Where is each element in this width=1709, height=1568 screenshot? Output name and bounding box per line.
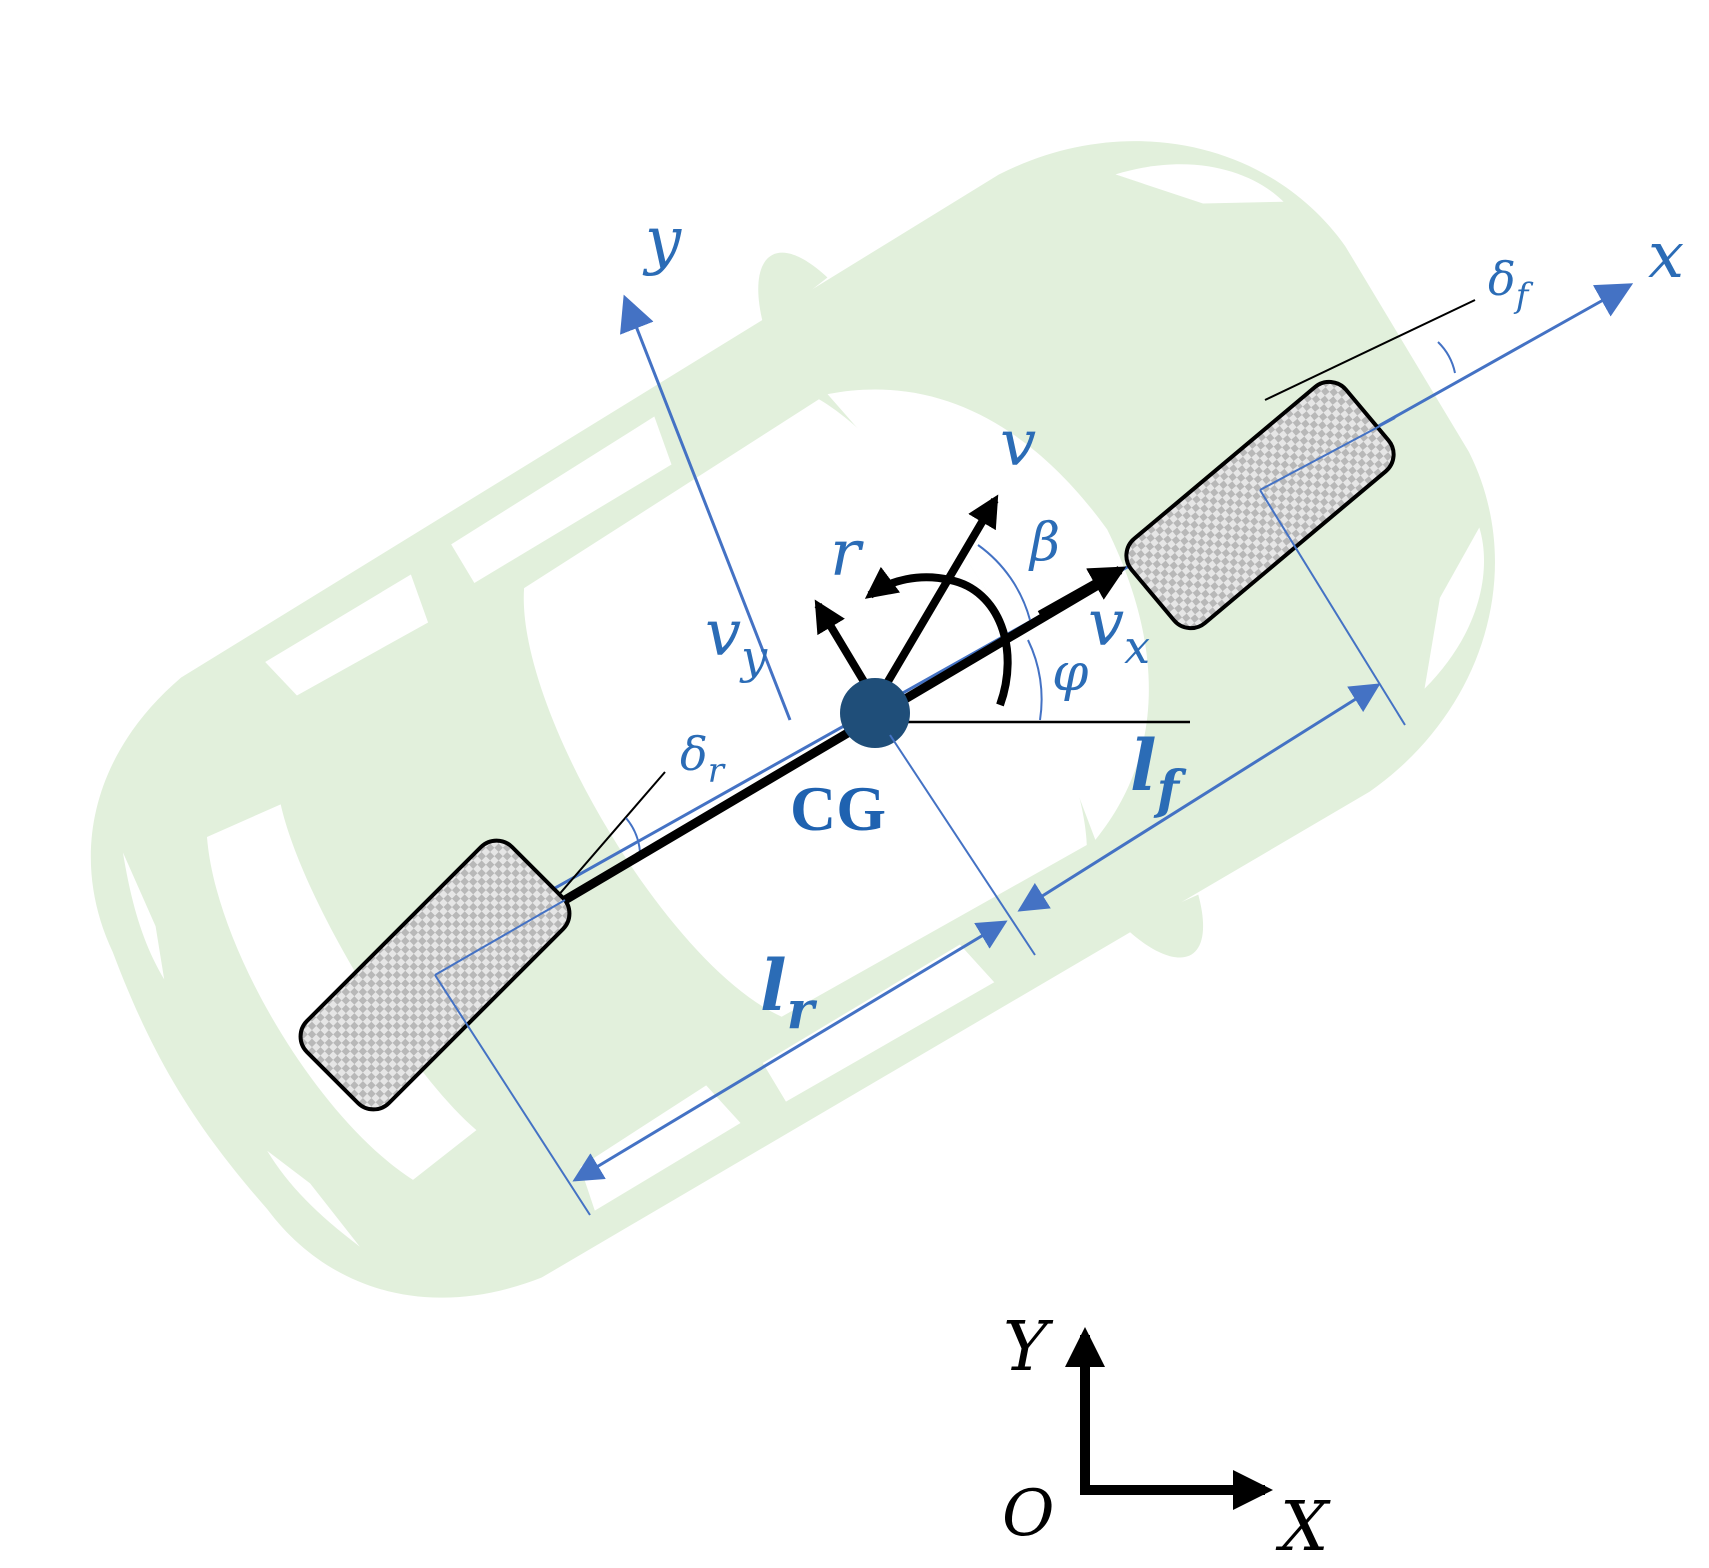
delta-r-arc bbox=[625, 817, 641, 853]
rear-steer-line bbox=[549, 771, 666, 906]
vx-label: vx bbox=[1088, 587, 1150, 674]
taillight-left bbox=[122, 852, 165, 980]
global-y-label: Y bbox=[1003, 1308, 1054, 1387]
delta-r-label: δr bbox=[680, 727, 726, 791]
y-axis-label: y bbox=[642, 204, 682, 278]
rear-wheel-heading bbox=[434, 899, 566, 976]
phi-label: φ bbox=[1052, 643, 1089, 703]
cg-label: CG bbox=[790, 773, 886, 844]
vy-label: vy bbox=[705, 597, 768, 684]
x-axis-label: x bbox=[1648, 219, 1684, 293]
delta-f-arc bbox=[1437, 341, 1456, 374]
r-label: r bbox=[830, 517, 864, 591]
left-mirror bbox=[758, 252, 828, 328]
wheelbase-bar bbox=[562, 574, 1113, 904]
yaw-rate-arc bbox=[864, 566, 1012, 707]
cg-dot bbox=[840, 678, 910, 748]
v-label: v bbox=[1000, 407, 1036, 481]
lr-extension-rear bbox=[434, 974, 591, 1216]
side-window-left-2 bbox=[451, 416, 672, 584]
delta-f-label: δf bbox=[1488, 252, 1534, 316]
lr-dimension-arrow bbox=[572, 920, 1008, 1182]
beta-arc bbox=[977, 544, 1031, 621]
lf-extension-front bbox=[1259, 489, 1406, 726]
vx-vector bbox=[1037, 566, 1127, 619]
car-silhouette bbox=[90, 141, 1495, 1298]
v-vector bbox=[876, 494, 999, 698]
side-window-left-1 bbox=[265, 574, 429, 696]
cg-extension bbox=[889, 734, 1036, 956]
headlight-right bbox=[1424, 527, 1484, 689]
beta-label: β bbox=[1028, 513, 1060, 573]
front-wheel-heading bbox=[1259, 417, 1396, 491]
y-axis-line bbox=[620, 294, 792, 721]
headlight-left bbox=[1115, 164, 1284, 204]
taillight-right bbox=[267, 1150, 360, 1247]
lr-label: lr bbox=[760, 944, 818, 1041]
front-steer-line bbox=[1264, 299, 1476, 401]
roof-window bbox=[523, 399, 1087, 1017]
origin-label: O bbox=[1002, 1477, 1054, 1551]
lf-dimension-arrow bbox=[1017, 683, 1381, 912]
global-x-label: X bbox=[1275, 1488, 1331, 1563]
